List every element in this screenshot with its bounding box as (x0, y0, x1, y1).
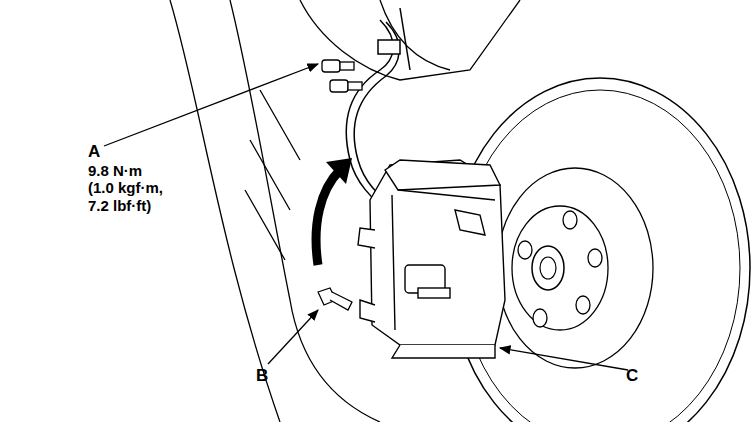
callout-letter: B (256, 366, 268, 386)
brake-caliper (358, 160, 505, 358)
background-suspension (170, 0, 520, 422)
pin-bolt-b (318, 288, 352, 310)
pivot-arrowhead (326, 158, 352, 184)
callout-letter: C (626, 366, 638, 386)
leader-line (268, 310, 318, 364)
callout-letter: A (88, 142, 100, 162)
pivot-arrow (316, 170, 340, 265)
bracket-bolts-a (322, 60, 362, 92)
leader-line (104, 64, 318, 146)
torque-spec: 9.8 N·m (1.0 kgf·m, 7.2 lbf·ft) (88, 162, 167, 214)
leader-line (500, 348, 628, 370)
